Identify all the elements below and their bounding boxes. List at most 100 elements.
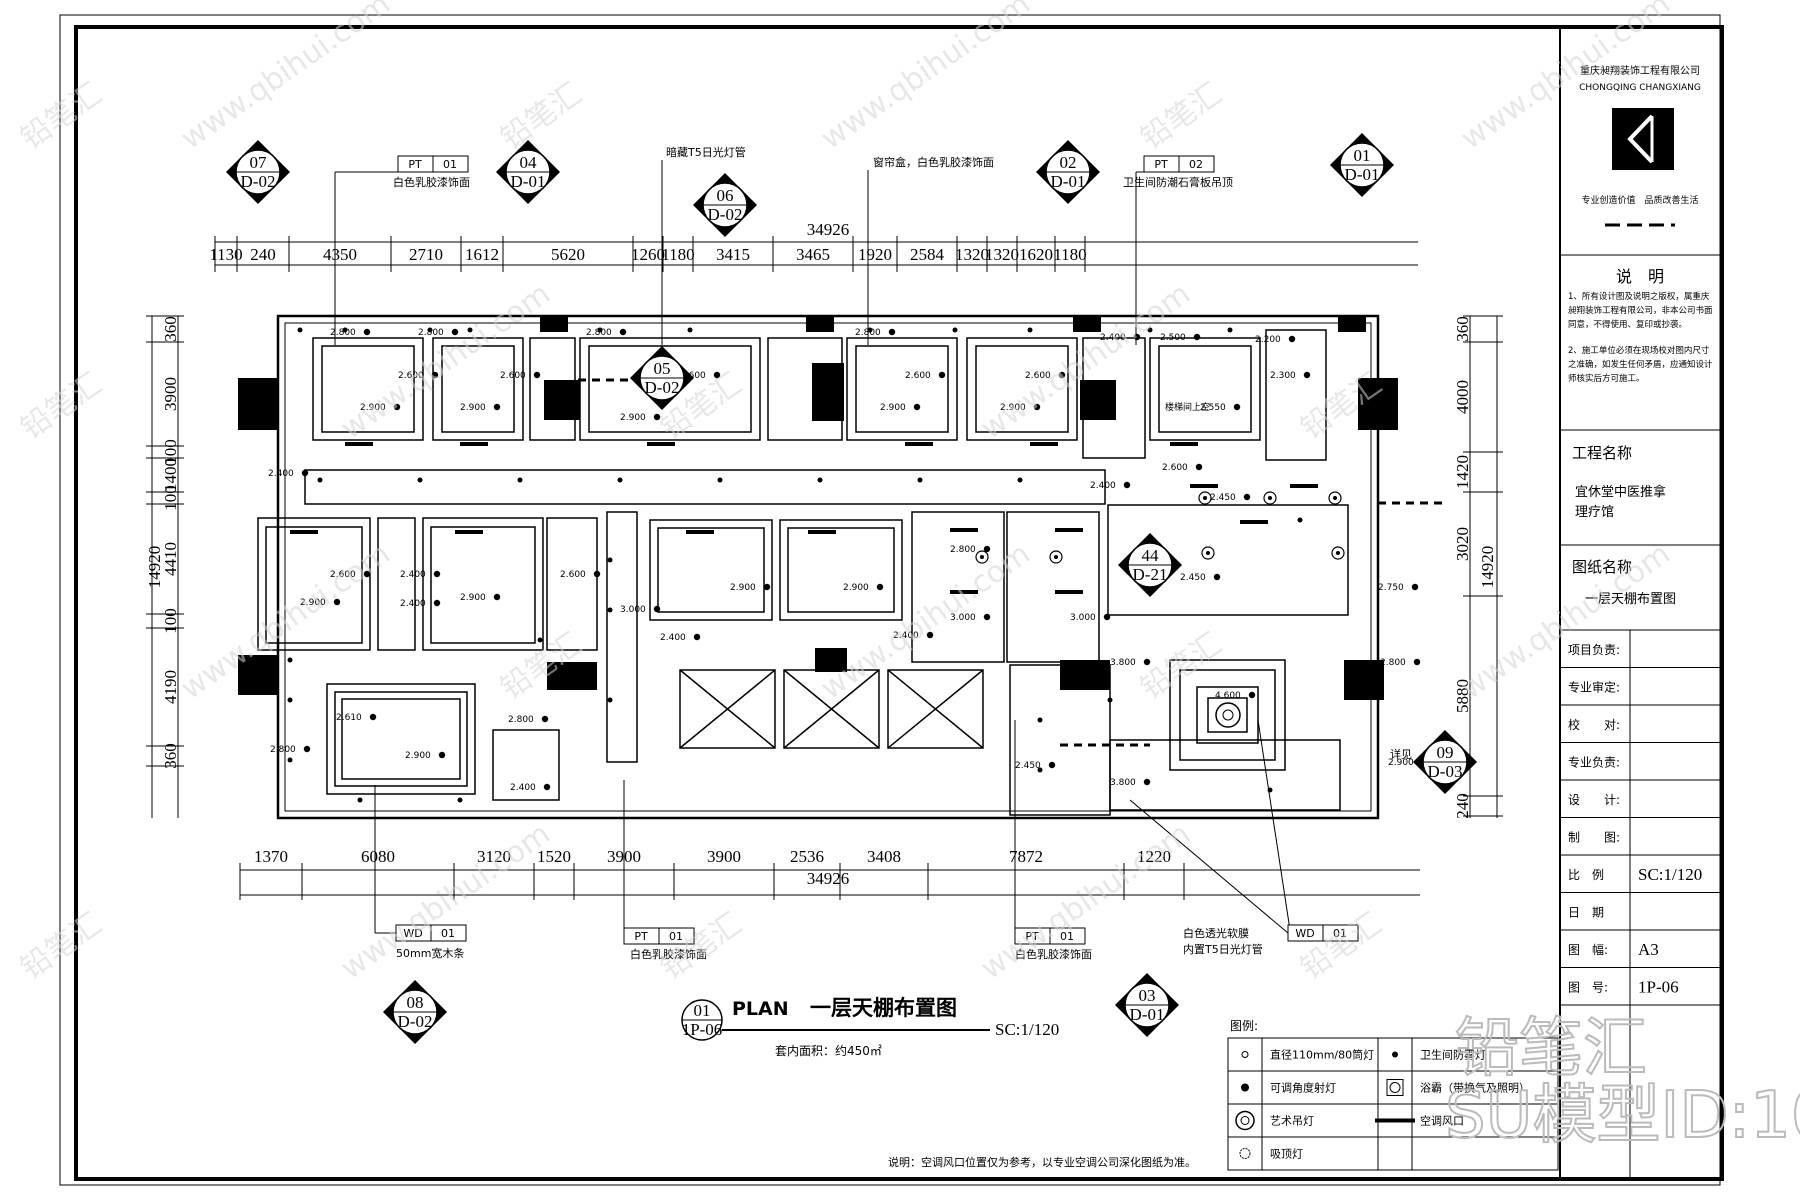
watermark-text: 铅笔汇 (655, 906, 749, 986)
bathroom-light-icon (1392, 1051, 1398, 1058)
title-block-label: 专业负责: (1568, 754, 1620, 769)
company-slogan: 专业创造价值 品质改善生活 (1581, 194, 1698, 206)
dim-top: 2710 (409, 245, 443, 264)
legend-title: 图例: (1230, 1019, 1258, 1033)
downlight-icon (357, 797, 363, 803)
section-mark-number: 08 (407, 993, 424, 1012)
section-mark-ref: D-02 (241, 172, 276, 191)
project-label: 工程名称 (1572, 444, 1632, 462)
linear-light-icon (950, 590, 978, 594)
title-block-label: 比 例 (1568, 868, 1604, 882)
see-detail-label: 详见 (1390, 747, 1412, 761)
linear-light-icon (808, 530, 836, 534)
downlight-icon (297, 327, 303, 333)
dim-left: 1400 (161, 458, 180, 492)
project-name-line1: 宜休堂中医推拿 (1575, 484, 1666, 500)
callout-code: PT (1154, 158, 1168, 171)
dim-top: 1130 (209, 245, 242, 264)
dim-right: 4000 (1453, 380, 1472, 414)
ceiling-height-label: 2.900 (620, 413, 646, 423)
dim-bottom: 3900 (707, 847, 741, 866)
ceiling-height-label: 3.000 (950, 613, 976, 623)
dim-top: 3415 (716, 245, 750, 264)
downlight-icon (457, 797, 463, 803)
dim-left: 3900 (161, 377, 180, 411)
elevation-marker-icon (1248, 691, 1256, 699)
spotlight-icon (1201, 546, 1215, 560)
ceiling-height-label: 2.600 (500, 371, 526, 381)
plan-scale: SC:1/120 (995, 1020, 1059, 1039)
watermark-text: www.qbihui.com (335, 816, 557, 986)
title-block-value: SC:1/120 (1638, 865, 1702, 884)
plan-title-en: PLAN (732, 998, 789, 1020)
title-block: 重庆昶翔装饰工程有限公司 CHONGQING CHANGXIANG 专业创造价值… (1559, 27, 1722, 1179)
elevation-marker-icon (619, 328, 627, 336)
downlight-icon (597, 327, 603, 333)
callout-code: PT (634, 930, 648, 943)
dim-top: 5620 (551, 245, 585, 264)
elevation-marker-icon (888, 328, 896, 336)
section-mark-ref: D-01 (511, 172, 546, 191)
ceiling-height-label: 2.400 (268, 469, 294, 479)
elevation-marker-icon (1411, 583, 1419, 591)
elevation-marker-icon (451, 328, 459, 336)
ceiling-height-label: 2.900 (730, 583, 756, 593)
linear-light-icon (1030, 442, 1058, 446)
dim-top: 2584 (910, 245, 945, 264)
downlight-icon (607, 557, 613, 563)
ac-vent-icon (1375, 1118, 1415, 1123)
dim-right: 3020 (1453, 527, 1472, 561)
ceiling-height-label: 2.900 (360, 403, 386, 413)
ceiling-height-label: 2.600 (680, 371, 706, 381)
downlight-icon (1227, 327, 1233, 333)
ceiling-height-label: 4.600 (1215, 691, 1241, 701)
plan-area: 套内面积：约450㎡ (775, 1043, 882, 1058)
section-mark-number: 05 (654, 359, 671, 378)
linear-light-icon (345, 442, 373, 446)
floor-plan (238, 314, 1445, 820)
downlight-icon (607, 607, 613, 613)
linear-light-icon (1055, 590, 1083, 594)
notes-title: 说 明 (1616, 267, 1664, 286)
legend-label: 吸顶灯 (1270, 1148, 1303, 1161)
watermark-text: www.qbihui.com (975, 276, 1197, 446)
light-fixtures (287, 327, 1345, 803)
watermark-text: www.qbihui.com (175, 536, 397, 706)
ceiling-height-label: 2.610 (336, 713, 362, 723)
ceiling-height-label: 2.400 (1090, 481, 1116, 491)
section-mark-number: 06 (717, 186, 734, 205)
ceiling-height-label: 2.400 (400, 570, 426, 580)
ceiling-height-label: 2.600 (1025, 371, 1051, 381)
company-name-en: CHONGQING CHANGXIANG (1579, 83, 1701, 93)
spotlight-icon (1331, 546, 1345, 560)
elevation-marker-icon (1288, 335, 1296, 343)
dim-total-top: 34926 (807, 220, 850, 239)
elevation-marker-icon (541, 715, 549, 723)
elevation-marker-icon (333, 598, 341, 606)
elevation-marker-icon (1243, 493, 1251, 501)
watermark-text: www.qbihui.com (975, 816, 1197, 986)
downlight-icon (287, 657, 293, 663)
downlight-icon (717, 477, 723, 483)
dim-left: 4410 (161, 542, 180, 576)
linear-light-icon (290, 530, 318, 534)
callout-number: 02 (1189, 158, 1203, 171)
callout-code: PT (408, 158, 422, 171)
downlight-icon (867, 327, 873, 333)
room-note: 楼梯间上空 (1165, 401, 1210, 413)
downlight-icon (817, 477, 823, 483)
dim-bottom: 2536 (790, 847, 824, 866)
dim-left: 100 (161, 485, 180, 511)
ceiling-height-label: 2.800 (586, 328, 612, 338)
dim-bottom: 1370 (254, 847, 288, 866)
callout-text: 50mm宽木条 (396, 946, 464, 960)
downlight-icon (427, 327, 433, 333)
section-mark-ref: D-03 (1428, 762, 1463, 781)
downlight-icon (1147, 327, 1153, 333)
watermark-text: 铅笔汇 (15, 906, 109, 986)
callout-text: 白色乳胶漆饰面 (393, 175, 470, 189)
ceiling-height-label: 2.400 (400, 599, 426, 609)
callout-text: 卫生间防潮石膏板吊顶 (1123, 175, 1233, 189)
